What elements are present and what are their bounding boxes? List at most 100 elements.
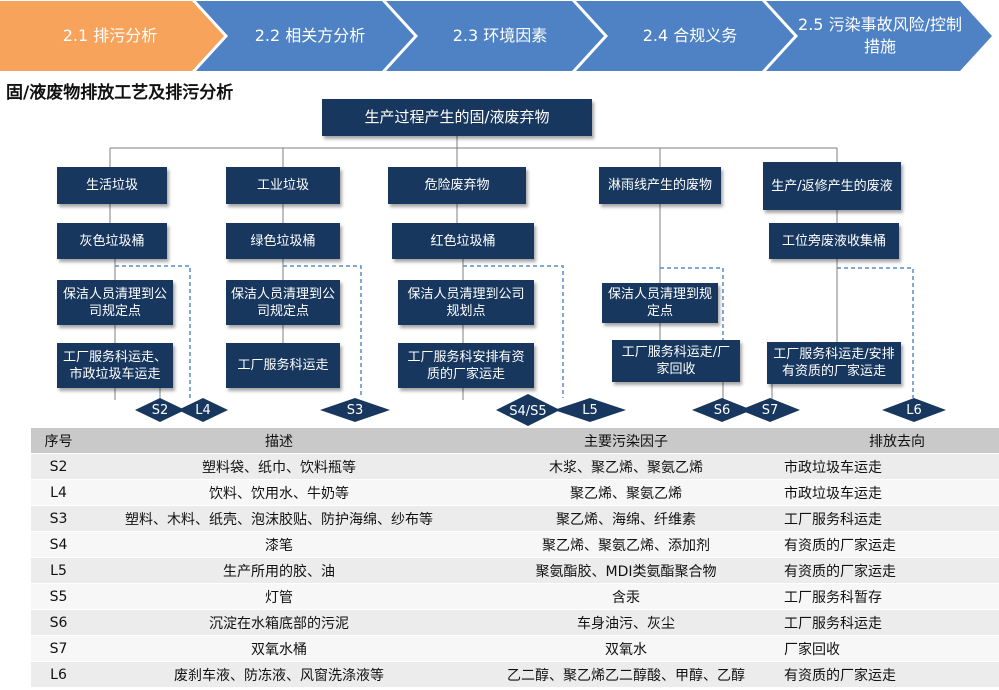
header-destination: 排放去向: [780, 428, 999, 454]
row-description: 双氧水桶: [86, 635, 472, 662]
row-pollutants: 聚氨酯胶、MDI类氨酯聚合物: [472, 557, 780, 584]
category-box-4: 淋雨线产生的废物: [599, 167, 721, 204]
row-id: S5: [31, 583, 86, 610]
tag-diamonds: [135, 394, 946, 426]
step-chevron-5[interactable]: [766, 1, 992, 71]
row-description: 塑料、木料、纸壳、泡沫胶贴、防护海绵、纱布等: [86, 505, 472, 532]
row-pollutants: 聚乙烯、海绵、纤维素: [472, 505, 780, 532]
category-box-1: 生活垃圾: [57, 167, 167, 204]
row-description: 塑料袋、纸巾、饮料瓶等: [86, 453, 472, 480]
collect-box-4: 保洁人员清理到规定点: [602, 283, 718, 323]
row-pollutants: 聚乙烯、聚氨乙烯、添加剂: [472, 531, 780, 558]
category-box-2: 工业垃圾: [226, 167, 340, 204]
tag-label-s2: S2: [151, 402, 169, 418]
tag-label-s4s5: S4/S5: [509, 403, 547, 419]
tag-label-l6: L6: [906, 402, 922, 418]
row-description: 饮料、饮用水、牛奶等: [86, 479, 472, 506]
row-description: 废刹车液、防冻液、风窗洗涤液等: [86, 661, 472, 688]
tag-label-s3: S3: [346, 402, 364, 418]
row-id: S4: [31, 531, 86, 558]
row-id: L5: [31, 557, 86, 584]
row-id: S3: [31, 505, 86, 532]
category-box-3: 危险废弃物: [388, 167, 526, 204]
root-box: 生产过程产生的固/液废弃物: [322, 99, 592, 136]
row-id: L6: [31, 661, 86, 688]
section-title: 固/液废物排放工艺及排污分析: [6, 83, 234, 103]
tag-diamond-l5: [554, 398, 626, 422]
solid-connectors: [109, 136, 838, 400]
tag-label-s7: S7: [761, 402, 779, 418]
step-label-4: 2.4 合规义务: [642, 26, 738, 45]
tag-diamond-s7: [740, 398, 800, 422]
tag-label-s6: S6: [713, 402, 731, 418]
row-pollutants: 木浆、聚乙烯、聚氨乙烯: [472, 453, 780, 480]
row-destination: 工厂服务科运走: [780, 505, 999, 532]
tag-diamond-l6: [882, 398, 946, 422]
step-label-2: 2.2 相关方分析: [254, 26, 366, 45]
transport-box-1: 工厂服务科运走、市政垃圾车运走: [57, 343, 173, 388]
row-destination: 有资质的厂家运走: [780, 531, 999, 558]
collect-box-3: 保洁人员清理到公司规划点: [398, 280, 534, 325]
row-id: S2: [31, 453, 86, 480]
row-id: S7: [31, 635, 86, 662]
container-box-5: 工位旁废液收集桶: [769, 223, 899, 259]
header-pollutants: 主要污染因子: [472, 428, 780, 454]
row-description: 灯管: [86, 583, 472, 610]
table-header-row: 序号 描述 主要污染因子 排放去向: [31, 428, 999, 454]
container-box-2: 绿色垃圾桶: [226, 223, 340, 259]
step-navigation: 2.1 排污分析 2.2 相关方分析 2.3 环境因素 2.4 合规义务 2.5…: [0, 0, 999, 74]
row-destination: 市政垃圾车运走: [780, 453, 999, 480]
step-label-1: 2.1 排污分析: [62, 26, 158, 45]
dashed-connectors: [115, 265, 914, 398]
row-id: S6: [31, 609, 86, 636]
row-destination: 有资质的厂家运走: [780, 661, 999, 688]
step-label-5: 2.5 污染事故风险/控制措施: [798, 15, 962, 56]
tag-diamond-l4: [178, 398, 228, 422]
category-box-5: 生产/返修产生的废液: [763, 162, 901, 210]
transport-box-2: 工厂服务科运走: [226, 343, 340, 388]
tag-diamond-s6: [692, 398, 752, 422]
transport-box-3: 工厂服务科安排有资质的厂家运走: [398, 343, 534, 388]
row-pollutants: 聚乙烯、聚氨乙烯: [472, 479, 780, 506]
container-box-3: 红色垃圾桶: [392, 223, 534, 259]
step-chevrons: [0, 1, 992, 71]
header-id: 序号: [31, 428, 86, 454]
row-description: 生产所用的胶、油: [86, 557, 472, 584]
step-chevron-4[interactable]: [576, 1, 794, 71]
tag-diamond-s2: [135, 398, 185, 422]
row-pollutants: 车身油污、灰尘: [472, 609, 780, 636]
transport-box-4: 工厂服务科运走/厂家回收: [612, 340, 740, 382]
collect-box-2: 保洁人员清理到公司规定点: [226, 280, 340, 325]
step-chevron-3[interactable]: [386, 1, 604, 71]
transport-box-5: 工厂服务科运走/安排有资质的厂家运走: [767, 342, 901, 384]
step-chevron-2[interactable]: [196, 1, 414, 71]
row-destination: 工厂服务科运走: [780, 609, 999, 636]
row-description: 漆笔: [86, 531, 472, 558]
step-chevron-1[interactable]: [0, 1, 224, 71]
row-destination: 市政垃圾车运走: [780, 479, 999, 506]
tag-label-l5: L5: [582, 402, 598, 418]
header-description: 描述: [86, 428, 472, 454]
row-pollutants: 乙二醇、聚乙烯乙二醇酸、甲醇、乙醇: [472, 661, 780, 688]
row-pollutants: 双氧水: [472, 635, 780, 662]
row-pollutants: 含汞: [472, 583, 780, 610]
row-id: L4: [31, 479, 86, 506]
flow-connectors: [109, 136, 946, 426]
row-destination: 厂家回收: [780, 635, 999, 662]
tag-diamond-s4s5: [496, 394, 560, 426]
container-box-1: 灰色垃圾桶: [57, 223, 167, 259]
tag-label-l4: L4: [195, 402, 211, 418]
step-label-3: 2.3 环境因素: [452, 26, 548, 45]
tag-diamond-s3: [320, 398, 390, 422]
